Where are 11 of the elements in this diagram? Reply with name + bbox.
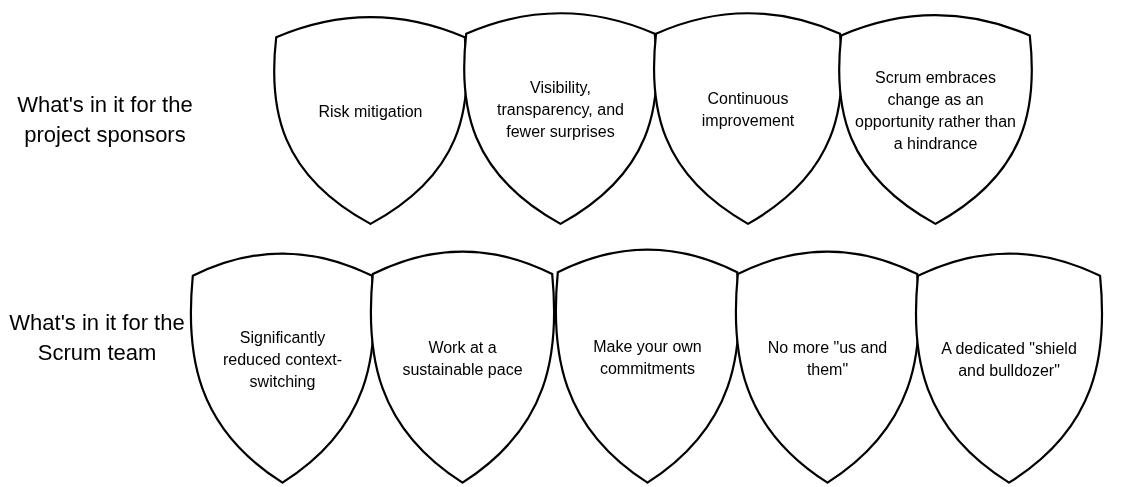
shield-text: Scrum embraces change as an opportunity rather than a hindrance bbox=[854, 68, 1017, 154]
row-heading: What's in it for the Scrum team bbox=[8, 309, 186, 367]
shield-text: Risk mitigation bbox=[318, 102, 423, 122]
shield-text: A dedicated "shield and bulldozer" bbox=[940, 338, 1078, 381]
shield-text: Work at a sustainable pace bbox=[401, 337, 524, 380]
shield-text: No more "us and them" bbox=[766, 337, 889, 380]
shield-text: Visibility, transparency, and fewer surprises bbox=[496, 78, 625, 142]
shield-text: Significantly reduced context-switching bbox=[221, 327, 344, 392]
shield-text: Make your own commitments bbox=[592, 336, 703, 379]
row-heading: What's in it for the project sponsors bbox=[16, 91, 194, 149]
shield-text: Continuous improvement bbox=[700, 89, 796, 131]
